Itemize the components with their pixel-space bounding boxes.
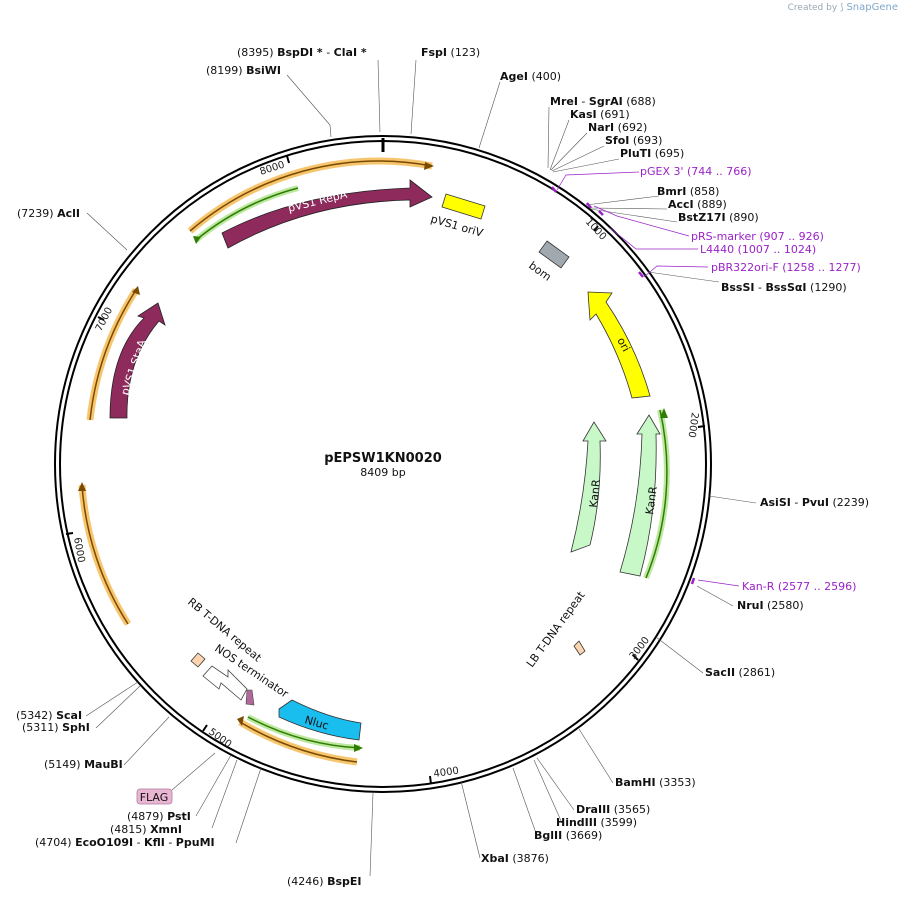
primer-marks: [551, 186, 696, 585]
site-label-acli: (7239) AclI: [17, 207, 80, 220]
site-label-bsiwi: (8199) BsiWI: [206, 64, 281, 77]
brand-name: SnapGene: [846, 2, 898, 13]
feature-pvs1-oriv: pVS1 oriV: [429, 193, 486, 240]
feature-bom: bom: [526, 240, 570, 284]
primer-leader-lines: [556, 171, 740, 587]
site-label-acci: AccI (889): [668, 198, 727, 211]
site-label-maubi: (5149) MauBI: [44, 758, 123, 771]
site-label-nari: NarI (692): [588, 121, 647, 134]
feature-kanr-inner: KanR: [570, 421, 607, 553]
feature-nluc: Nluc: [278, 699, 362, 741]
site-label-agei: AgeI (400): [500, 70, 561, 83]
tick-2000: 2000: [685, 412, 706, 439]
snapgene-logo-icon: ⟆: [840, 3, 844, 13]
tick-6000: 6000: [65, 532, 86, 564]
site-label-bmri: BmrI (858): [657, 185, 719, 198]
tick-label: 2000: [685, 412, 699, 439]
site-label-bspdi-clai: (8395) BspDI * - ClaI *: [237, 46, 367, 59]
site-label-hindiii: HindIII (3599): [556, 816, 637, 829]
site-label-bstz17i: BstZ17I (890): [678, 211, 759, 224]
site-label-eco0109i: (4704) EcoO109I - KflI - PpuMI: [35, 836, 215, 849]
feature-flag: FLAG: [136, 752, 216, 805]
feature-label: ori: [614, 335, 632, 354]
site-label-sphi: (5311) SphI: [22, 721, 90, 734]
plasmid-name: pEPSW1KN0020: [324, 451, 442, 466]
site-label-fspi: FspI (123): [421, 46, 480, 59]
site-label-bspei: (4246) BspEI: [287, 875, 362, 888]
primer-labels: pGEX 3' (744 .. 766) pRS-marker (907 .. …: [640, 165, 861, 593]
snapgene-brand: Created by ⟆ SnapGene: [788, 2, 898, 13]
primer-label-prs-marker: pRS-marker (907 .. 926): [691, 230, 824, 243]
primer-label-pbr322ori-f: pBR322ori-F (1258 .. 1277): [711, 261, 861, 274]
primer-label-l4440: L4440 (1007 .. 1024): [700, 243, 816, 256]
site-label-kasi: KasI (691): [570, 108, 630, 121]
tick-label: 4000: [433, 766, 460, 780]
site-label-sfoi: SfoI (693): [605, 134, 662, 147]
site-label-draiii: DraIII (3565): [576, 803, 650, 816]
feature-label: FLAG: [140, 791, 169, 804]
feature-label: KanR: [643, 485, 660, 515]
feature-label: LB T-DNA repeat: [524, 588, 588, 669]
site-label-scai: (5342) ScaI: [16, 709, 82, 722]
feature-label: KanR: [587, 478, 603, 508]
feature-label: bom: [526, 259, 553, 284]
tick-label: 5000: [206, 727, 233, 751]
site-label-bamhi: BamHI (3353): [615, 776, 696, 789]
site-label-bsssi: BssSI - BssSαI (1290): [721, 281, 847, 294]
orf-arcs: [78, 157, 670, 766]
site-label-xmni: (4815) XmnI: [110, 823, 182, 836]
site-leader-lines: [85, 59, 757, 877]
site-label-psti: (4879) PstI: [127, 810, 191, 823]
feature-lb-tdna-repeat: LB T-DNA repeat: [524, 588, 588, 669]
tick-4000: 4000: [429, 766, 460, 785]
site-label-srei-sgrai: MreI - SgrAI (688): [550, 95, 656, 108]
tick-label: 6000: [71, 537, 86, 564]
feature-ori: ori: [587, 291, 651, 399]
plasmid-size: 8409 bp: [360, 466, 405, 479]
backbone-outer: [54, 135, 712, 793]
primer-label-kan-r: Kan-R (2577 .. 2596): [742, 580, 856, 593]
site-label-pluti: PluTI (695): [620, 147, 684, 160]
site-label-xbai: XbaI (3876): [481, 852, 549, 865]
site-label-nrui: NruI (2580): [737, 599, 804, 612]
feature-label: Nluc: [303, 713, 330, 732]
created-by-text: Created by: [787, 3, 838, 13]
feature-kanr-outer: KanR: [619, 414, 661, 577]
site-labels: (8395) BspDI * - ClaI * FspI (123) (8199…: [16, 46, 869, 888]
site-label-sacii: SacII (2861): [705, 666, 775, 679]
site-label-bglii: BglII (3669): [534, 829, 602, 842]
site-label-asisi-pvui: AsiSI - PvuI (2239): [760, 496, 869, 509]
primer-label-pgex3: pGEX 3' (744 .. 766): [640, 165, 752, 178]
